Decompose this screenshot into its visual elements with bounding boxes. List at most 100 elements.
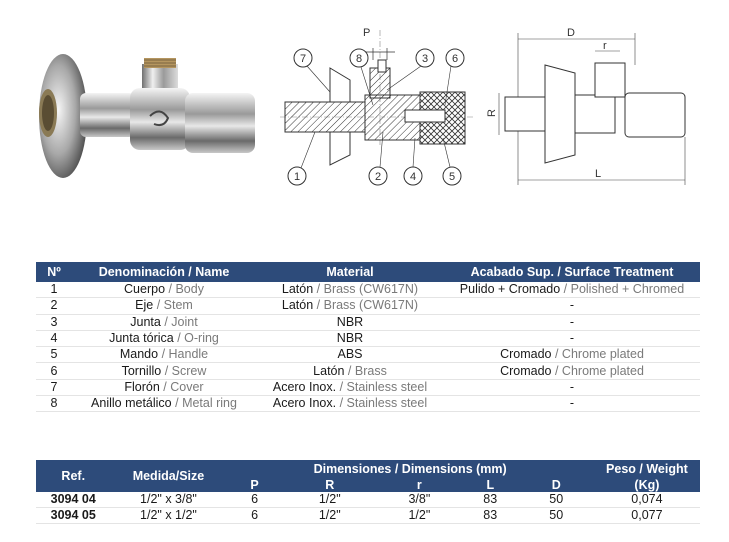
valve-photo [39, 54, 255, 178]
part-material-es: Acero Inox. [272, 379, 337, 394]
part-name-en: O-ring [184, 331, 219, 346]
col-ref: Ref. [36, 460, 111, 492]
part-name-en: Cover [170, 379, 204, 394]
callout-8: 8 [356, 53, 362, 65]
part-material: Acero Inox. / Stainless steel [272, 396, 428, 411]
part-name-es: Junta tórica [109, 331, 174, 346]
col-l: L [461, 477, 519, 492]
parts-table-row: 8 Anillo metálico / Metal ring Acero Inox.… [36, 396, 700, 412]
part-finish-es: - [569, 331, 575, 346]
r-small-cell: 3/8" [408, 492, 431, 506]
part-material: Latón / Brass (CW617N) [281, 298, 419, 313]
col-finish: Acabado Sup. / Surface Treatment [444, 262, 700, 282]
part-name: Anillo metálico / Metal ring [91, 396, 237, 411]
part-name-en: Body [175, 282, 204, 297]
dim-l-label: L [595, 168, 601, 180]
callout-7: 7 [300, 53, 306, 65]
parts-table: Nº Denominación / Name Material Acabado … [36, 262, 700, 412]
part-material-es: NBR [336, 331, 364, 346]
part-name: Eje / Stem [135, 298, 193, 313]
part-material-es: Latón [313, 363, 345, 378]
part-finish-en: Chrome plated [561, 363, 644, 378]
part-finish: Cromado / Chrome plated [500, 347, 644, 362]
col-weight: Peso / Weight [593, 460, 700, 477]
figures-area: P 7 8 3 6 1 2 4 5 D r R [0, 0, 729, 230]
dim-d-label: D [567, 27, 575, 39]
part-name-en: Metal ring [182, 396, 237, 411]
weight-cell: 0,074 [631, 492, 663, 506]
part-name-es: Mando [119, 347, 159, 362]
part-name-en: Handle [168, 347, 209, 362]
part-finish-en: Chrome plated [561, 347, 644, 362]
part-name-es: Cuerpo [124, 282, 166, 297]
part-material-es: NBR [336, 314, 364, 329]
callout-5: 5 [449, 171, 455, 183]
part-name: Junta tórica / O-ring [109, 331, 219, 346]
size-cell: 1/2" x 1/2" [140, 508, 197, 522]
col-dimensions: Dimensiones / Dimensions (mm) [226, 460, 594, 477]
ref-cell: 3094 04 [50, 492, 96, 506]
parts-table-row: 6 Tornillo / Screw Latón / Brass Cromado / … [36, 363, 700, 380]
part-number: 3 [50, 314, 58, 329]
dim-p-label: P [363, 27, 370, 39]
part-name-es: Eje [135, 298, 154, 313]
part-finish: - [444, 314, 700, 330]
part-finish-es: Cromado [500, 347, 552, 362]
part-finish-es: - [569, 314, 575, 329]
part-number: 7 [50, 379, 58, 394]
p-cell: 6 [251, 508, 259, 522]
ref-cell: 3094 05 [50, 508, 96, 522]
callout-1: 1 [294, 171, 300, 183]
dimension-drawing: D r R L [486, 27, 686, 185]
col-size: Medida/Size [110, 460, 227, 492]
part-finish: - [444, 298, 700, 314]
callout-4: 4 [410, 171, 416, 183]
r-small-cell: 1/2" [408, 508, 431, 522]
d-cell: 50 [549, 508, 564, 522]
parts-table-header: Nº Denominación / Name Material Acabado … [36, 262, 700, 282]
part-name-es: Florón [124, 379, 160, 394]
part-finish: - [444, 330, 700, 346]
part-material: NBR [256, 314, 444, 330]
part-material-en: Brass (CW617N) [323, 282, 419, 297]
part-material-en: Stainless steel [346, 396, 428, 411]
part-number: 6 [50, 363, 58, 378]
part-material: NBR [256, 330, 444, 346]
part-material-es: Latón [281, 282, 314, 297]
part-number: 1 [50, 282, 58, 297]
part-finish: - [444, 396, 700, 412]
part-name-en: Screw [171, 363, 207, 378]
part-name: Junta / Joint [130, 314, 198, 329]
part-material-es: ABS [337, 347, 363, 362]
part-name: Florón / Cover [124, 379, 204, 394]
dim-r-small-label: r [603, 40, 607, 52]
part-material: Latón / Brass (CW617N) [281, 282, 419, 297]
part-number: 2 [50, 298, 58, 313]
d-cell: 50 [549, 492, 564, 506]
part-material-es: Acero Inox. [272, 396, 337, 411]
col-r-big: R [282, 477, 377, 492]
part-finish-es: Cromado [500, 363, 552, 378]
callout-3: 3 [422, 53, 428, 65]
part-number: 8 [50, 396, 58, 411]
part-material: Latón / Brass [313, 363, 387, 378]
dim-r-big-label: R [486, 109, 498, 117]
section-drawing: P 7 8 3 6 1 2 4 5 [280, 27, 475, 186]
weight-cell: 0,077 [631, 508, 663, 522]
part-finish: Cromado / Chrome plated [500, 363, 644, 378]
callout-6: 6 [452, 53, 458, 65]
part-finish-es: Pulido + Cromado [459, 282, 561, 297]
part-material-en: Brass [354, 363, 387, 378]
part-finish-es: - [569, 379, 575, 394]
col-r-small: r [376, 477, 462, 492]
l-cell: 83 [483, 508, 498, 522]
part-name: Mando / Handle [119, 347, 209, 362]
part-name: Tornillo / Screw [121, 363, 207, 378]
part-material-en: Stainless steel [346, 379, 428, 394]
part-name-es: Anillo metálico [91, 396, 172, 411]
